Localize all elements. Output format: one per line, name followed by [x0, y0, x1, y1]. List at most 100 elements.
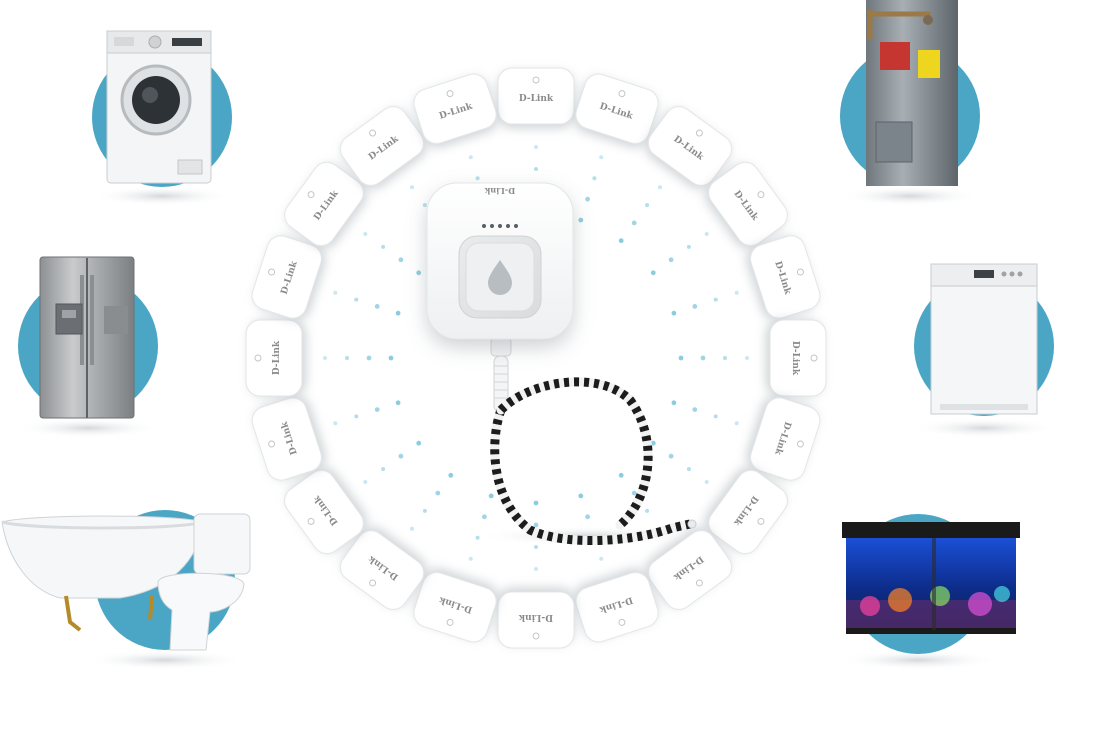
connector-dot — [410, 185, 414, 190]
connector-dot — [700, 355, 706, 361]
connector-dot — [488, 493, 494, 499]
connector-dot — [388, 355, 394, 361]
connector-dot — [650, 270, 656, 276]
connector-dot — [618, 472, 624, 478]
connector-dot — [618, 238, 624, 244]
water-sensor: D-Link — [647, 106, 733, 186]
connector-dot — [333, 421, 338, 426]
connector-dot — [398, 257, 404, 263]
water-sensor: D-Link — [413, 571, 497, 643]
connector-dot — [578, 217, 584, 223]
connector-dot — [363, 480, 368, 484]
connector-dot — [692, 407, 698, 412]
water-sensor: D-Link — [245, 319, 303, 397]
connector-dot — [398, 453, 404, 459]
connector-dot — [578, 493, 584, 499]
connector-dot — [692, 304, 698, 309]
connector-dot — [686, 467, 691, 472]
connector-dot — [713, 414, 718, 419]
connector-dot — [534, 567, 538, 571]
connector-dot — [678, 355, 684, 361]
water-sensor: D-Link — [339, 530, 425, 610]
connector-dot — [592, 176, 597, 181]
connector-dot — [704, 480, 709, 484]
connector-dot — [475, 176, 480, 181]
water-sensor: D-Link — [251, 397, 323, 481]
aquarium-icon — [838, 514, 1020, 670]
connector-dot — [671, 400, 677, 406]
connector-dot — [374, 304, 380, 309]
water-sensor: D-Link — [769, 319, 827, 397]
status-lights — [482, 224, 518, 228]
connector-dot — [734, 421, 739, 426]
connector-dot — [448, 472, 454, 478]
water-leak-hub: D-Link — [426, 182, 697, 546]
connector-dot — [468, 155, 473, 160]
refrigerator-icon — [16, 256, 160, 438]
sensor-cable — [490, 337, 697, 545]
connector-dot — [395, 310, 401, 316]
water-sensor-ring: D-LinkD-LinkD-LinkD-LinkD-LinkD-LinkD-Li… — [245, 67, 827, 649]
connector-dot — [534, 545, 538, 549]
water-sensor: D-Link — [497, 67, 575, 125]
connector-dot — [381, 244, 386, 249]
connector-dot — [416, 270, 422, 276]
water-sensor: D-Link — [708, 469, 788, 555]
connector-dot — [658, 185, 662, 190]
connector-dot — [534, 167, 538, 171]
connector-dot — [468, 556, 473, 561]
water-sensor: D-Link — [251, 235, 323, 319]
hub-brand-label: D-Link — [484, 186, 515, 196]
connector-dot — [354, 414, 359, 419]
connector-dot — [422, 508, 427, 513]
water-sensor: D-Link — [339, 106, 425, 186]
connector-dot — [645, 508, 650, 513]
connector-dot — [410, 526, 414, 531]
connector-dot — [645, 203, 650, 208]
water-sensor: D-Link — [708, 161, 788, 247]
connector-dot — [345, 356, 349, 360]
connector-dot — [631, 490, 637, 496]
connector-dot — [668, 257, 674, 263]
sensor-brand-label: D-Link — [518, 612, 553, 622]
water-sensor: D-Link — [749, 235, 821, 319]
water-sensor: D-Link — [749, 397, 821, 481]
sensor-brand-label: D-Link — [519, 94, 554, 104]
water-heater-icon — [840, 0, 980, 206]
connector-dot — [668, 453, 674, 459]
water-drop-icon — [488, 260, 512, 295]
connector-dot — [354, 297, 359, 302]
connector-dot — [374, 407, 380, 412]
connector-dot — [713, 297, 718, 302]
connector-dot — [435, 490, 441, 496]
connector-dot — [734, 290, 739, 295]
connector-dot — [533, 500, 539, 506]
connector-dot — [704, 232, 709, 236]
water-sensor: D-Link — [497, 591, 575, 649]
connector-dot — [395, 400, 401, 406]
connector-dot — [585, 514, 590, 520]
connector-dot — [482, 514, 487, 520]
connector-dot — [686, 244, 691, 249]
connector-dot — [599, 155, 604, 160]
water-sensor: D-Link — [575, 73, 659, 145]
bathtub-toilet-icon — [1, 510, 251, 670]
connector-dot — [333, 290, 338, 295]
connector-dot — [534, 145, 538, 149]
sensor-brand-label: D-Link — [790, 341, 800, 376]
water-sensor: D-Link — [647, 530, 733, 610]
sensor-brand-label: D-Link — [272, 340, 282, 375]
water-sensor: D-Link — [413, 73, 497, 145]
connector-dot — [381, 467, 386, 472]
connector-dot — [585, 196, 590, 202]
connector-dot — [416, 440, 422, 446]
connector-dot — [671, 310, 677, 316]
connector-dot — [745, 356, 749, 360]
connector-dot — [323, 356, 327, 360]
connector-dot — [631, 220, 637, 226]
connector-dot — [533, 522, 539, 528]
connector-dot — [422, 203, 427, 208]
connector-dot — [363, 232, 368, 236]
